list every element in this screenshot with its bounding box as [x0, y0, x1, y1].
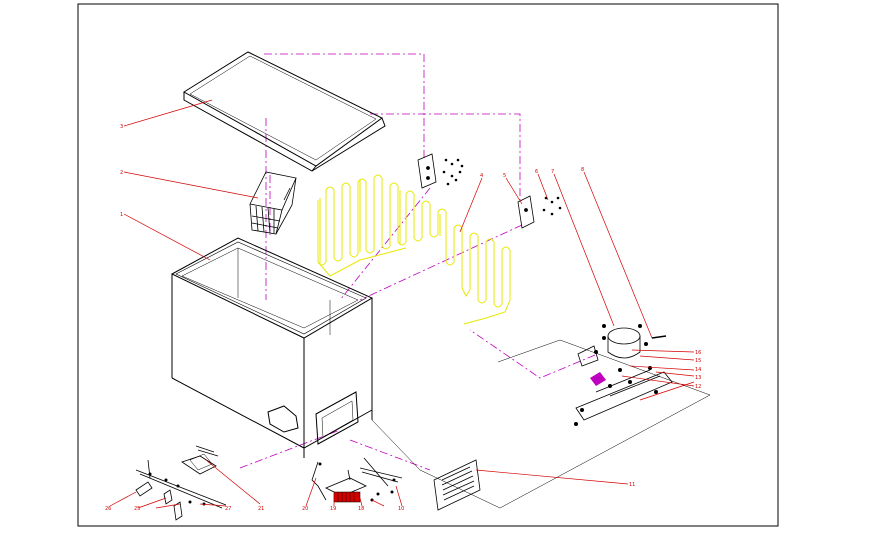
- drawing-frame: [77, 3, 779, 527]
- cabinet-base-outline: [371, 339, 711, 509]
- callout-b5: 20: [302, 506, 308, 512]
- basket: [249, 171, 297, 235]
- bracket-right: [517, 195, 535, 229]
- bottom-left-parts: [135, 445, 227, 521]
- callout-bracket-right: 6: [535, 169, 538, 175]
- callout-rc-2: 15: [695, 358, 701, 364]
- compressor-fasteners: [574, 324, 658, 426]
- bracket-right-screws: [542, 196, 562, 216]
- evaporator-coil: [317, 174, 511, 325]
- cabinet: [170, 237, 374, 458]
- grille: [433, 459, 481, 511]
- callout-b4: 21: [258, 506, 264, 512]
- callout-b2: 25: [134, 506, 140, 512]
- leader-lines: [109, 99, 695, 509]
- callout-b1: 26: [105, 506, 111, 512]
- compressor-pin: [651, 335, 667, 339]
- callout-b7: 18: [358, 506, 364, 512]
- callout-compressor-a: 7: [551, 169, 554, 175]
- callout-rc-3: 14: [695, 367, 701, 373]
- assembly-lines: [239, 53, 596, 471]
- bottom-left-screws: [148, 472, 206, 506]
- bracket-left: [417, 153, 437, 189]
- lid: [183, 51, 386, 172]
- relay-component: [590, 372, 606, 386]
- callout-b3: 27: [225, 506, 231, 512]
- callout-labels: 3 2 1 4 5 6 7 8 16 15 14 13 12 11 26 25 …: [105, 124, 701, 512]
- callout-rc-4: 13: [695, 375, 701, 381]
- callout-evaporator: 4: [480, 173, 483, 179]
- callout-grille: 11: [629, 482, 635, 488]
- callout-b8: 10: [398, 506, 404, 512]
- compressor-assembly: [575, 327, 673, 421]
- callout-rc-5: 12: [695, 384, 701, 390]
- callout-b6: 19: [330, 506, 336, 512]
- callout-bracket-left: 5: [503, 173, 506, 179]
- heater-spring-coils: [337, 492, 355, 502]
- callout-lid: 3: [120, 124, 123, 130]
- callout-basket: 2: [120, 170, 123, 176]
- callout-rc-1: 16: [695, 350, 701, 356]
- bracket-left-screws: [442, 158, 464, 186]
- callout-compressor-b: 8: [581, 167, 584, 173]
- callout-cabinet: 1: [120, 212, 123, 218]
